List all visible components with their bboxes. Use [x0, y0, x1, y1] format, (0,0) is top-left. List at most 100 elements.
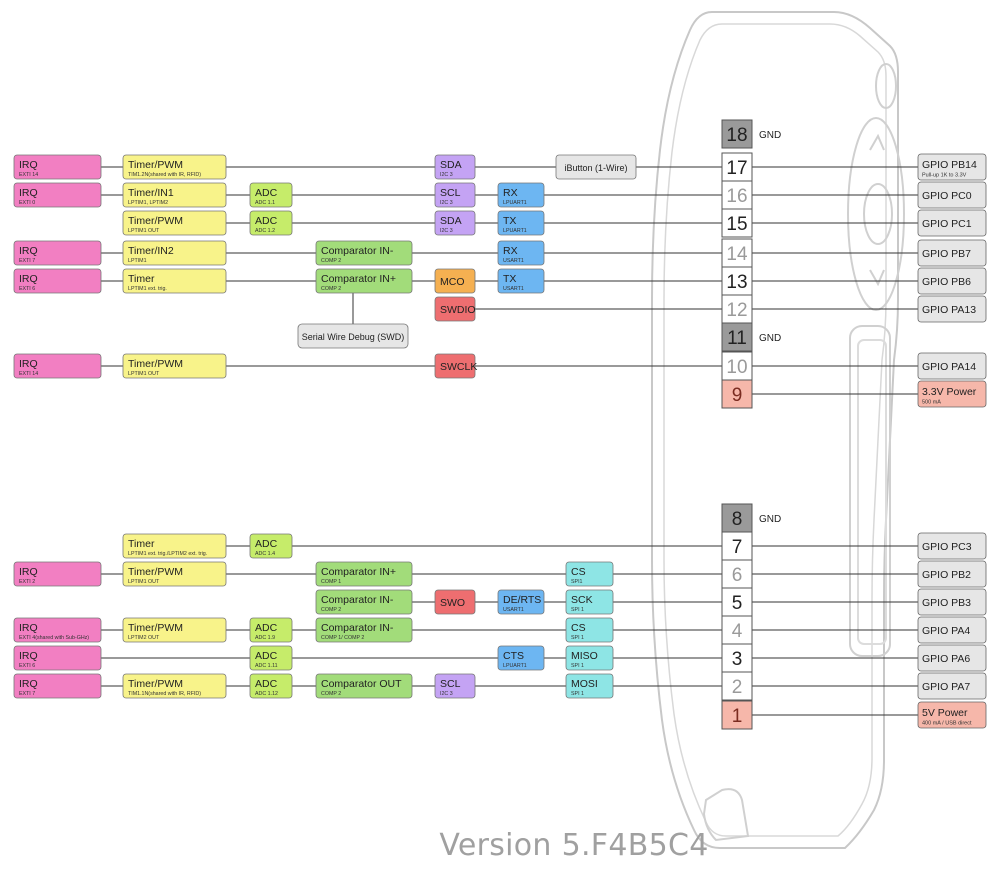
tag-sub: EXTI 14: [19, 172, 38, 178]
tag-box: [497, 589, 545, 615]
tag-sub: USART1: [503, 607, 524, 613]
right-label-gpio-pa4: GPIO PA4: [917, 616, 987, 644]
tag-label: IRQ: [19, 358, 38, 370]
right-label-text: 5V Power: [922, 707, 968, 719]
right-label-gpio-pb3: GPIO PB3: [917, 588, 987, 616]
tag-label: IRQ: [19, 650, 38, 662]
tag-label: DE/RTS: [503, 594, 541, 606]
tag-box: [434, 589, 476, 615]
tag-box: [13, 673, 102, 699]
pin-box: [721, 379, 753, 409]
tag-sub: EXTI 2: [19, 579, 35, 585]
tag-sub: LPTIM1: [128, 258, 147, 264]
tag-box: [497, 268, 545, 294]
pin-number: 5: [732, 593, 743, 614]
tag-box: [249, 210, 293, 236]
tag-ibutton-1-wire: iButton (1-Wire): [555, 154, 637, 180]
tag-box: [13, 645, 102, 671]
pin-box: [721, 587, 753, 617]
tag-label: Comparator IN-: [321, 594, 394, 606]
tag-box: [565, 673, 614, 699]
pin-box: [721, 322, 753, 352]
tag-box: [565, 589, 614, 615]
tag-box: [13, 268, 102, 294]
tag-box: [249, 182, 293, 208]
tag-comparator-in: Comparator IN+COMP 1: [315, 561, 413, 587]
tag-sub: TIM1.2N(shared with IR, RFID): [128, 172, 201, 178]
pin-box: [721, 503, 753, 533]
tag-sub: USART1: [503, 286, 524, 292]
tag-sub: EXTI 0: [19, 200, 35, 206]
tag-box: [315, 673, 413, 699]
right-label-gpio-pc1: GPIO PC1: [917, 209, 987, 237]
right-label-box: [917, 352, 987, 380]
right-label-text: GPIO PA14: [922, 361, 976, 373]
tag-sub: LPUART1: [503, 228, 527, 234]
gnd-label: GND: [759, 514, 781, 525]
tag-box: [497, 182, 545, 208]
tag-label: Timer/IN1: [128, 187, 174, 199]
tag-label: CS: [571, 566, 586, 578]
tag-box: [249, 617, 293, 643]
tag-box: [315, 589, 413, 615]
tag-label: Comparator IN+: [321, 566, 396, 578]
tag-box: [122, 154, 227, 180]
tag-label: SCK: [571, 594, 593, 606]
pin-box: [721, 615, 753, 645]
tag-sub: COMP 2: [321, 258, 341, 264]
tag-label: TX: [503, 215, 516, 227]
right-label-box: [917, 532, 987, 560]
tag-sub: ADC 1.9: [255, 635, 275, 641]
tag-label: MOSI: [571, 678, 598, 690]
tag-box: [497, 240, 545, 266]
pin-9: 9: [721, 379, 753, 409]
tag-box: [122, 533, 227, 559]
swd-box-rect: [297, 323, 409, 349]
tag-label: SWO: [440, 597, 465, 609]
right-label-box: [917, 153, 987, 181]
tag-sub: ADC 1.11: [255, 663, 278, 669]
tag-box: [122, 353, 227, 379]
tag-label: SCL: [440, 187, 461, 199]
tag-sub: LPTIM1 OUT: [128, 371, 160, 377]
tag-sub: LPTIM1 ext. trig.: [128, 286, 167, 292]
tag-label: SCL: [440, 678, 461, 690]
right-label-box: [917, 295, 987, 323]
pin-number: 2: [732, 677, 743, 698]
right-label-text: GPIO PB2: [922, 569, 971, 581]
tag-comparator-in: Comparator IN-COMP 1/ COMP 2: [315, 617, 413, 643]
tag-label: TX: [503, 273, 516, 285]
tag-box: [13, 240, 102, 266]
tag-label: MCO: [440, 276, 465, 288]
version-label: Version 5.F4B5C4: [439, 828, 709, 863]
right-label-text: GPIO PA13: [922, 304, 976, 316]
tag-sub: TIM1.1N(shared with IR, RFID): [128, 691, 201, 697]
pin-4: 4: [721, 615, 753, 645]
tag-sub: EXTI 7: [19, 258, 35, 264]
tag-label: Timer/PWM: [128, 358, 183, 370]
pin-box: [721, 238, 753, 268]
pin-number: 10: [726, 357, 747, 378]
right-label-text: GPIO PC3: [922, 541, 972, 553]
tag-sub: SPI 1: [571, 663, 584, 669]
tag-box: [13, 561, 102, 587]
swd-box-label: Serial Wire Debug (SWD): [302, 332, 405, 342]
tag-label: Timer/PWM: [128, 678, 183, 690]
tag-sub: I2C 3: [440, 228, 453, 234]
tag-label: IRQ: [19, 622, 38, 634]
right-label-text: GPIO PC0: [922, 190, 972, 202]
tag-label: IRQ: [19, 566, 38, 578]
